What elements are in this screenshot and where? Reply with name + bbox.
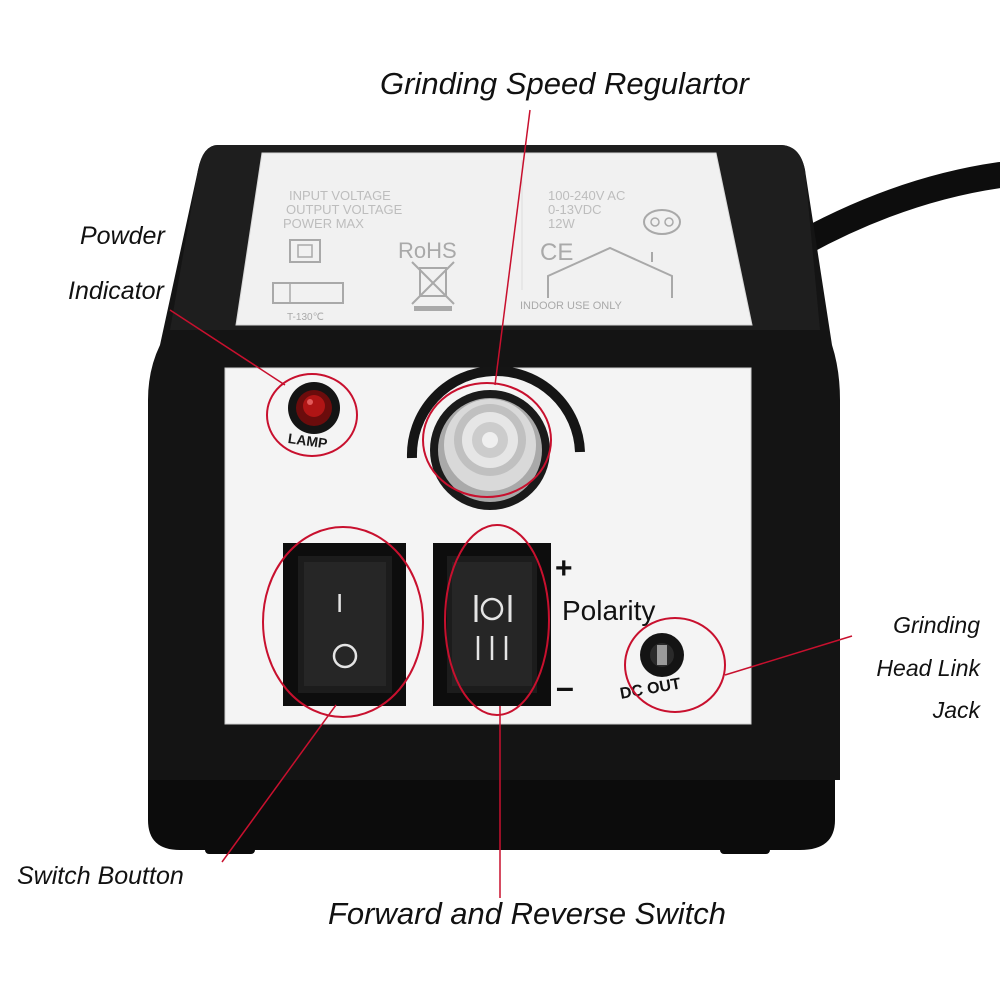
switch-leader-line [221,704,337,863]
dc-jack-icon[interactable] [640,633,684,677]
ce-mark: CE [540,239,573,266]
polarity-label: Polarity [562,595,655,626]
indoor-use-text: INDOOR USE ONLY [520,300,623,312]
rating-label-plate [235,152,753,326]
double-insulation-icon [289,239,321,263]
rocker-switch-icon[interactable] [283,543,406,706]
power-max-label: POWER MAX [283,216,364,231]
polarity-plus: + [555,552,573,585]
weee-bin-icon [411,261,455,311]
power-cable [777,162,1000,263]
lamp-leader-line [169,309,286,386]
callout-grinding-head-line1: Grinding [893,612,980,638]
speed-leader-line [494,109,531,386]
callout-switch-button: Switch Boutton [17,862,184,890]
switch-off-mark [332,643,358,669]
polarity-switch-icon[interactable] [433,543,551,706]
switch-on-mark: I [336,588,343,618]
polarity-switch-highlight-ring [444,524,550,716]
house-icon [547,246,673,298]
callout-powder-indicator-line1: Powder [80,222,165,250]
power-max-value: 12W [548,216,575,231]
lamp-label: LAMP [287,430,329,451]
temperature-rating-text: T-130℃ [287,312,324,323]
callout-powder-indicator-line2: Indicator [68,277,164,305]
polarity-minus: – [556,669,574,705]
safety-transformer-icon [643,209,681,235]
callout-grinding-head-line2: Head Link [876,655,980,681]
jack-leader-line [724,635,853,676]
input-voltage-value: 100-240V AC [548,188,625,203]
output-voltage-value: 0-13VDC [548,202,601,217]
callout-forward-reverse: Forward and Reverse Switch [328,896,726,931]
knob-highlight-ring [422,382,552,498]
lamp-highlight-ring [266,373,358,457]
output-voltage-label: OUTPUT VOLTAGE [286,202,403,217]
rohs-mark: RoHS [398,238,457,263]
base-lip [148,780,835,850]
speed-knob-icon[interactable] [406,365,585,510]
lamp-led-icon [288,382,340,434]
temperature-rating-icon [272,282,344,304]
jack-highlight-ring [624,617,726,713]
callout-speed-regulator: Grinding Speed Regulartor [380,66,749,101]
callout-grinding-head-line3: Jack [932,697,980,723]
power-switch-highlight-ring [262,526,424,718]
input-voltage-label: INPUT VOLTAGE [289,188,391,203]
